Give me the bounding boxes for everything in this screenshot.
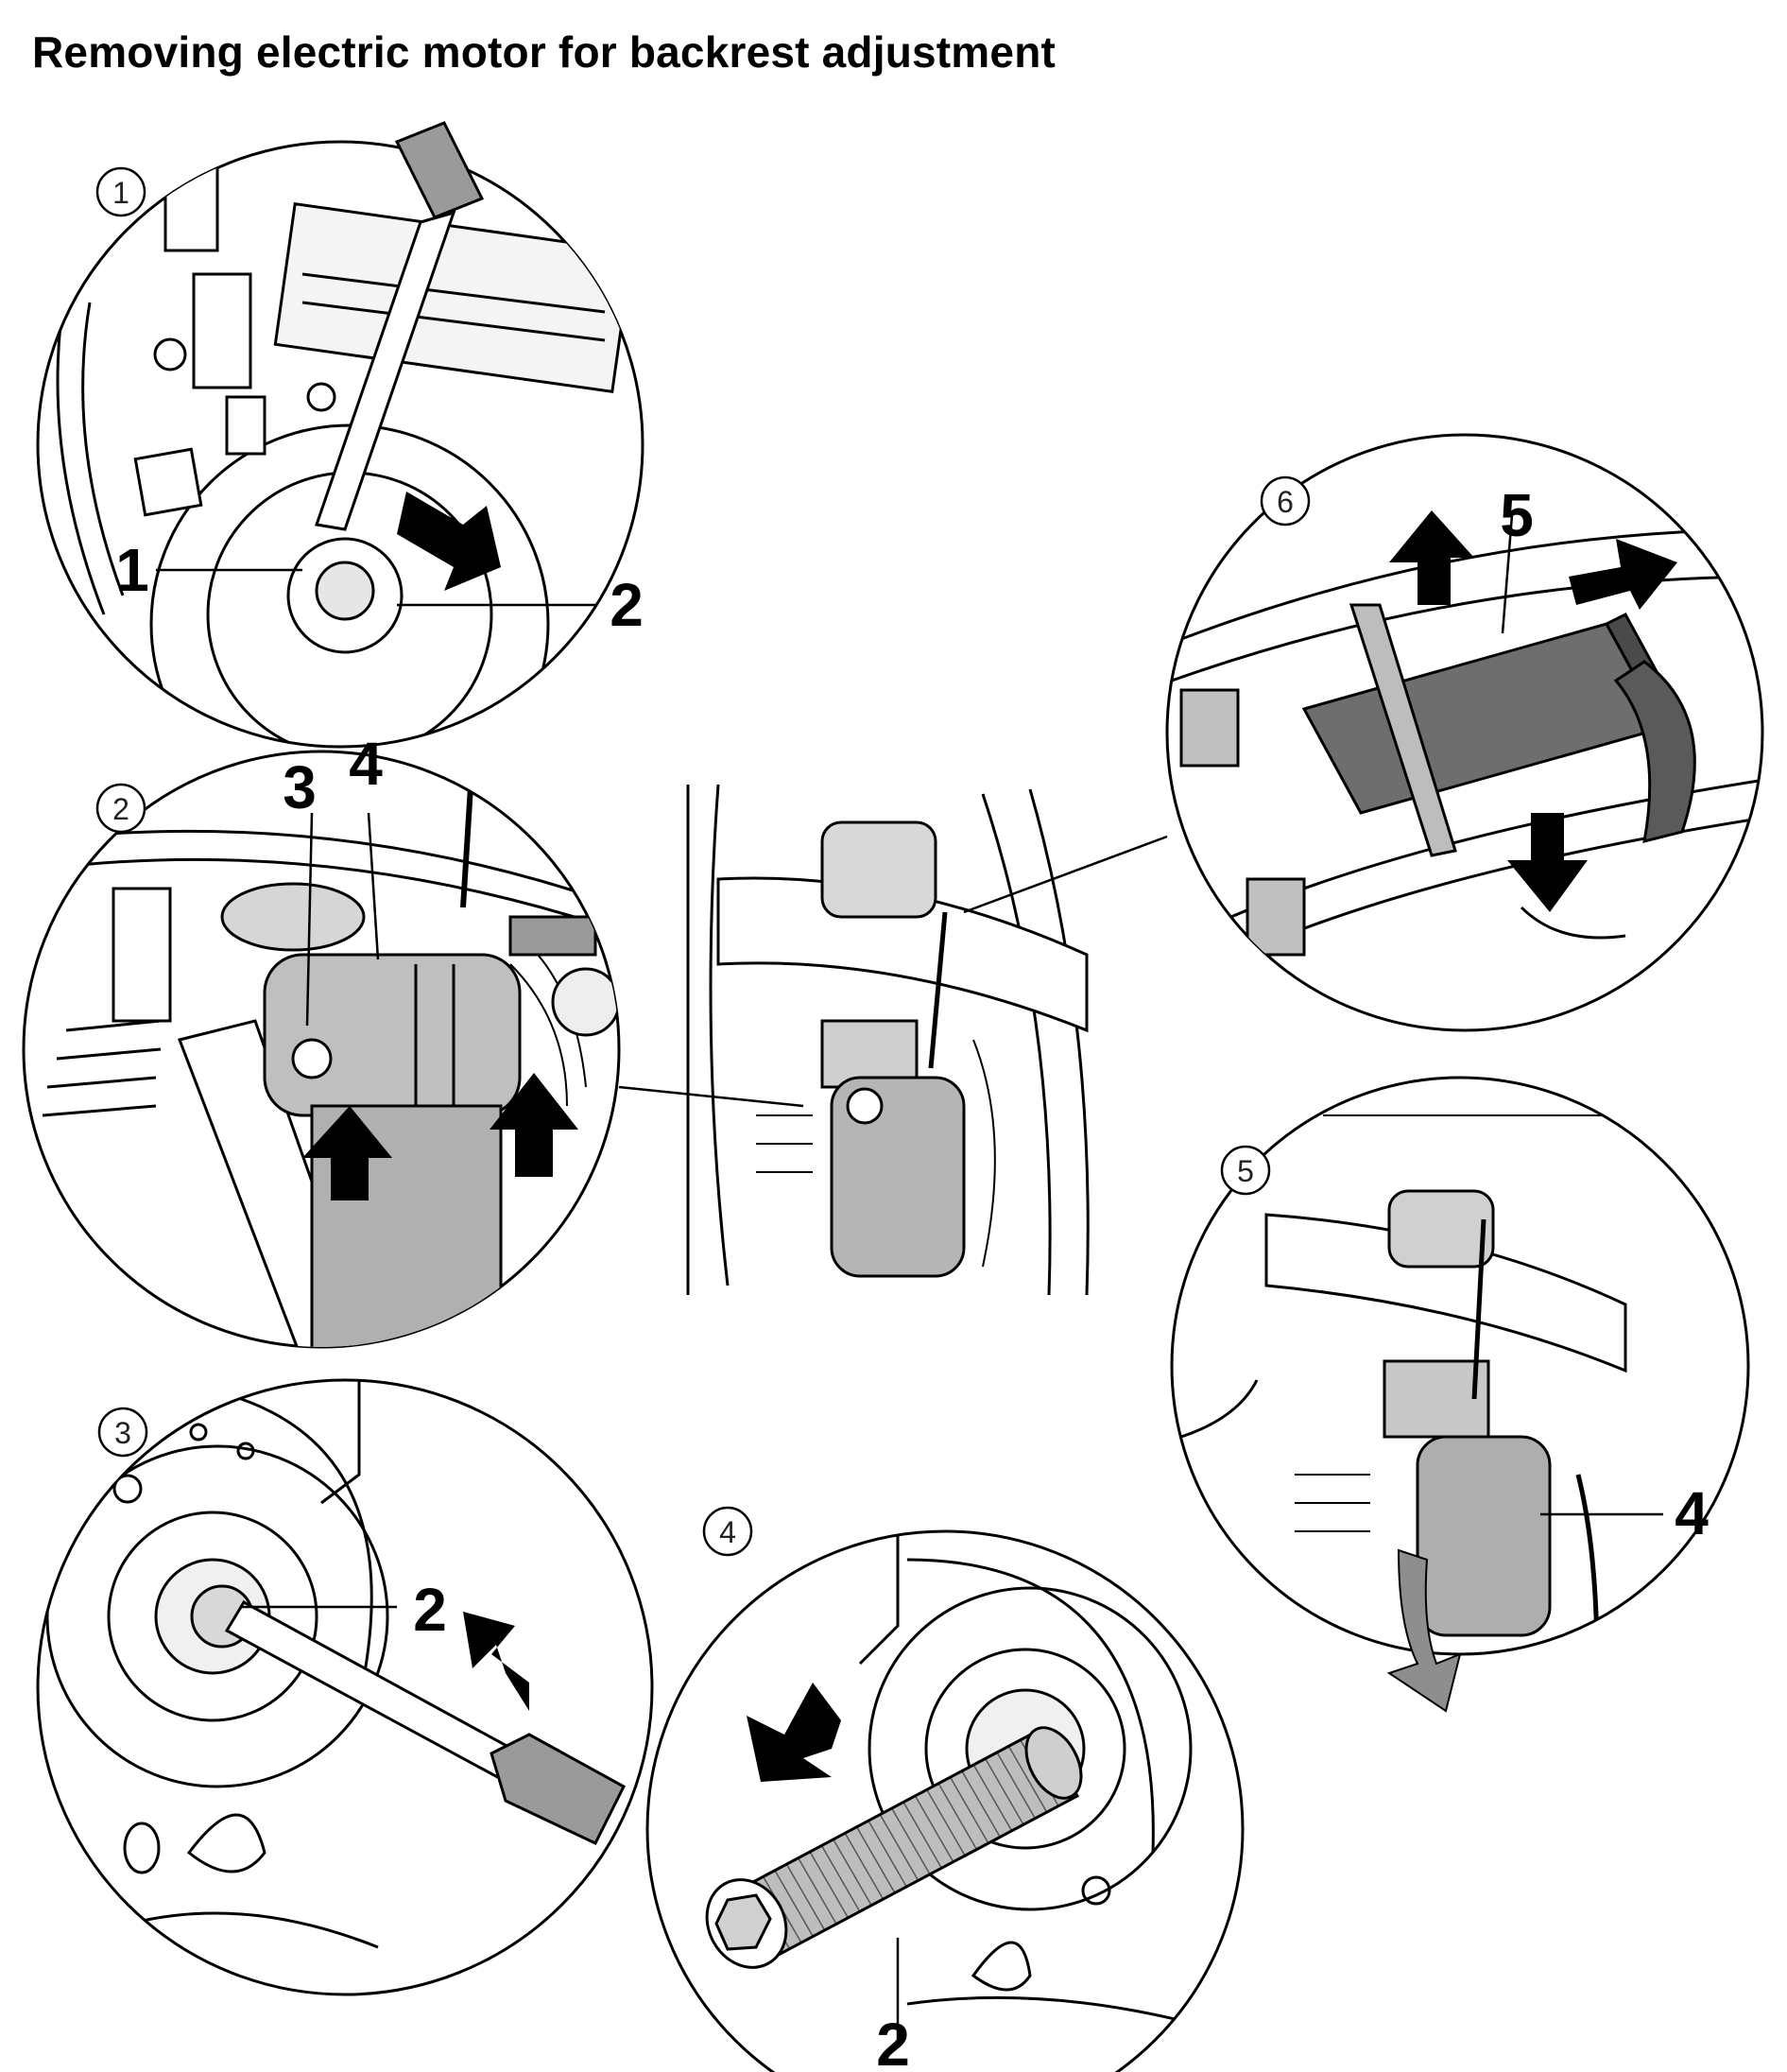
arrow-icon [747,1683,841,1782]
step-6-view: 6 5 [1165,433,1764,1032]
arrow-icon [1569,539,1677,610]
splined-shaft-icon [705,1726,1083,1969]
callout-2: 2 [876,2011,910,2072]
step-4-view: 4 2 [645,1506,1245,2072]
overview-view [686,784,1168,1296]
cable-tie-icon [1349,603,1457,857]
step-1-number: 1 [112,176,129,210]
arrow-icon [1389,510,1474,605]
step-1-view: 1 1 2 [36,121,644,749]
arrow-icon [302,1106,392,1200]
cable-tie-icon [928,911,948,1069]
step-5-view: 5 4 [1170,1076,1750,1713]
step-4-number: 4 [719,1515,736,1549]
callout-4: 4 [349,730,383,798]
motor-icon [830,1076,966,1278]
arrow-icon [463,1612,529,1711]
motor-icon [1416,1435,1552,1637]
step-6-number: 6 [1277,485,1294,519]
step-3-number: 3 [114,1416,131,1450]
page-title: Removing electric motor for backrest adj… [32,27,1057,77]
arrow-icon [1386,1548,1462,1713]
callout-5: 5 [1500,481,1534,549]
callout-4: 4 [1675,1479,1709,1547]
tool-icon [315,121,485,531]
callout-2: 2 [413,1576,447,1644]
arrow-icon [397,492,501,591]
callout-3: 3 [283,753,317,821]
step-3-view: 3 2 [36,1378,654,1996]
tool-icon [224,1599,626,1845]
step-2-view: 2 3 4 [22,730,804,1349]
callout-2: 2 [610,571,644,639]
step-5-number: 5 [1237,1154,1254,1188]
cable-tie-icon [1471,1218,1486,1400]
step-2-number: 2 [112,792,129,826]
splined-shaft-icon [286,537,404,654]
arrow-icon [1507,813,1588,912]
callout-1: 1 [115,536,149,604]
motor-icon [263,953,522,1347]
arrow-icon [490,1073,578,1177]
